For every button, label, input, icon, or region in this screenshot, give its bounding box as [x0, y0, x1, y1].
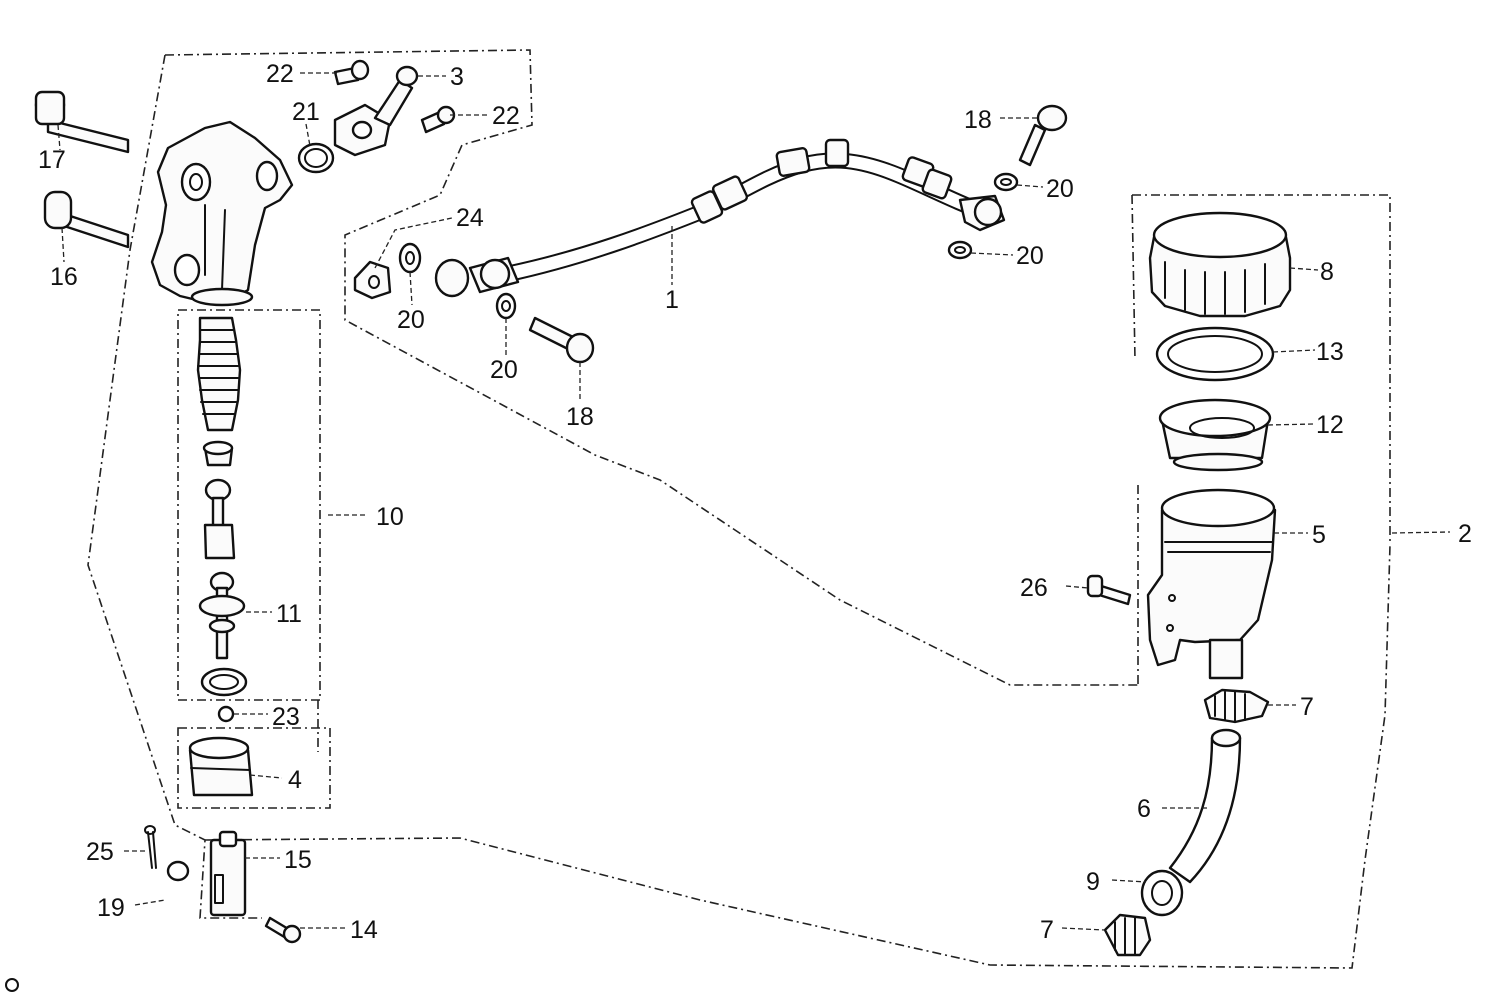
clamp-7-lower — [1103, 913, 1152, 957]
clamp-7-upper — [1203, 688, 1270, 724]
screw-22-right — [420, 105, 456, 134]
screw-26 — [1086, 574, 1132, 606]
spring-boot — [196, 316, 242, 432]
bolt-18-lower — [528, 316, 595, 364]
joint-9 — [1140, 869, 1184, 917]
callout-1: 1 — [665, 286, 679, 314]
callout-20-c: 20 — [1046, 175, 1074, 203]
hose-joint-3 — [333, 65, 419, 157]
brake-hose-1 — [468, 138, 1006, 294]
washer-20-c — [993, 172, 1019, 192]
joint-15 — [209, 830, 247, 917]
group-outlines — [87, 49, 1391, 969]
callout-2: 2 — [1458, 520, 1472, 548]
pin-14 — [264, 916, 302, 944]
callout-22-right: 22 — [492, 102, 520, 130]
washer-20-a — [398, 242, 422, 274]
callout-4: 4 — [288, 766, 302, 794]
snap-ring — [200, 667, 248, 697]
callout-11: 11 — [276, 600, 302, 628]
callout-20-a: 20 — [397, 306, 425, 334]
push-rod-11 — [198, 571, 246, 660]
callout-13: 13 — [1316, 338, 1344, 366]
callout-24: 24 — [456, 204, 484, 232]
callout-20-d: 20 — [1016, 242, 1044, 270]
corner-mark — [5, 978, 19, 992]
diaphragm-plate-13 — [1155, 326, 1275, 382]
o-ring-21 — [297, 142, 335, 174]
bolt-18-upper — [1018, 104, 1068, 167]
callout-18-lower: 18 — [566, 403, 594, 431]
leader-lines — [57, 72, 1451, 931]
callout-7-upper: 7 — [1300, 693, 1314, 721]
boot-4 — [188, 736, 254, 797]
callout-16: 16 — [50, 263, 78, 291]
reservoir-cap-8 — [1148, 211, 1292, 318]
callout-14: 14 — [350, 916, 378, 944]
piston — [203, 478, 236, 560]
callout-20-b: 20 — [490, 356, 518, 384]
callout-26: 26 — [1020, 574, 1048, 602]
circlip-23 — [217, 705, 235, 723]
cotter-pin-25 — [144, 825, 157, 869]
callout-17: 17 — [38, 146, 66, 174]
callout-12: 12 — [1316, 411, 1344, 439]
bolt-17 — [34, 90, 130, 154]
callout-6: 6 — [1137, 795, 1151, 823]
hose-6 — [1168, 728, 1242, 884]
callout-3: 3 — [450, 63, 464, 91]
callout-8: 8 — [1320, 258, 1334, 286]
callout-21: 21 — [292, 98, 320, 126]
cap-piece — [434, 258, 470, 298]
callout-19: 19 — [97, 894, 125, 922]
callout-7-lower: 7 — [1040, 916, 1054, 944]
bolt-16 — [43, 190, 130, 249]
piston-cup — [202, 440, 234, 467]
callout-22-top: 22 — [266, 60, 294, 88]
callout-labels: 22 3 21 22 17 16 24 20 20 1 18 18 20 20 … — [38, 60, 1472, 944]
callout-15: 15 — [284, 846, 312, 874]
callout-5: 5 — [1312, 521, 1326, 549]
cap-24 — [353, 260, 392, 300]
reservoir-5 — [1146, 488, 1277, 680]
callout-18-upper: 18 — [964, 106, 992, 134]
callout-25: 25 — [86, 838, 114, 866]
callout-10: 10 — [376, 503, 404, 531]
washer-19 — [166, 860, 190, 882]
screw-22-top — [333, 59, 370, 86]
washer-20-d — [947, 240, 973, 260]
callout-23: 23 — [272, 703, 300, 731]
master-cylinder-body — [150, 120, 294, 307]
diaphragm-12 — [1158, 398, 1272, 472]
callout-9: 9 — [1086, 868, 1100, 896]
washer-20-b — [495, 292, 517, 320]
